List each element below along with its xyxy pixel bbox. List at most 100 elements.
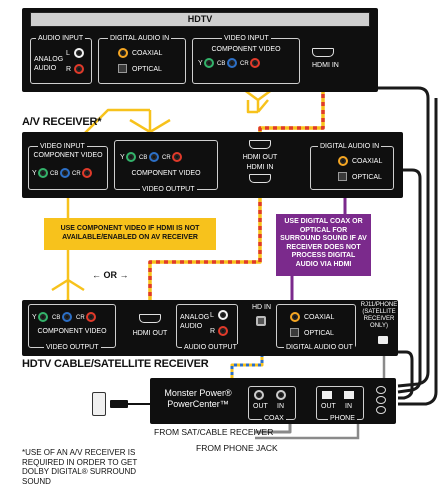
power-center-outlet-2[interactable]: [376, 396, 386, 404]
receiver-digital-audio-label: DIGITAL AUDIO IN: [318, 143, 382, 151]
hdmi-cable-rcv-dash: [148, 178, 262, 312]
receiver-in-y-jack[interactable]: [38, 168, 48, 178]
hdtv-audio-input-label: AUDIO INPUT: [36, 35, 86, 43]
receiver-hdmi-out-port[interactable]: [249, 140, 271, 149]
power-center-coax-out-label: OUT: [253, 403, 268, 410]
receiver-in-cr-jack[interactable]: [82, 168, 92, 178]
receiver-component-out-label: COMPONENT VIDEO: [131, 170, 201, 177]
cable-box-audio-label: AUDIO: [180, 323, 203, 330]
receiver-in-cb-jack[interactable]: [60, 168, 70, 178]
hdtv-audio-label: AUDIO: [34, 65, 57, 72]
component-cable-tv: [227, 76, 289, 114]
hdtv-panel: HDTV AUDIO INPUT ANALOG AUDIO L R DIGITA…: [22, 8, 378, 92]
receiver-optical-port[interactable]: [338, 172, 347, 181]
receiver-in-y-label: Y: [32, 170, 37, 177]
receiver-panel: VIDEO INPUT COMPONENT VIDEO Y CB CR Y CB…: [22, 132, 403, 198]
receiver-optical-label: OPTICAL: [352, 174, 382, 181]
power-cord-hdtv: [378, 86, 430, 388]
cable-box-cr-jack[interactable]: [86, 312, 96, 322]
power-center-coax-in-jack[interactable]: [276, 390, 286, 400]
power-center-panel: Monster Power® PowerCenter™ OUT IN COAX …: [150, 378, 396, 424]
hdtv-hdmi-in-port[interactable]: [312, 48, 334, 57]
hdtv-optical-label: OPTICAL: [132, 66, 162, 73]
receiver-out-cb-jack[interactable]: [149, 152, 159, 162]
receiver-component-in-label: COMPONENT VIDEO: [33, 152, 103, 159]
cable-box-hdmi-out-label: HDMI OUT: [132, 330, 168, 337]
power-center-name: PowerCenter™: [167, 399, 229, 409]
cable-box-hdmi-out-port[interactable]: [139, 314, 161, 323]
from-phone-label: FROM PHONE JACK: [196, 443, 278, 453]
hdtv-cb-jack[interactable]: [227, 58, 237, 68]
cable-box-l-label: L: [210, 312, 214, 319]
power-center-phone-out-label: OUT: [321, 403, 336, 410]
power-center-coax-in-label: IN: [277, 403, 284, 410]
receiver-out-y-label: Y: [120, 154, 125, 161]
power-center-outlet-1[interactable]: [376, 386, 386, 394]
cable-box-label: HDTV CABLE/SATELLITE RECEIVER: [22, 358, 209, 370]
hdtv-coaxial-jack[interactable]: [118, 48, 128, 58]
receiver-coaxial-jack[interactable]: [338, 156, 348, 166]
hdtv-video-input-label: VIDEO INPUT: [222, 35, 271, 43]
cable-box-r-label: R: [210, 328, 216, 335]
receiver-in-cb-label: CB: [50, 171, 59, 177]
hdtv-r-label: R: [66, 66, 72, 73]
cable-box-component-label: COMPONENT VIDEO: [37, 328, 107, 335]
component-cable-rcv-out: [129, 110, 171, 134]
receiver-hdmi-in-port[interactable]: [249, 174, 271, 183]
component-video-note: USE COMPONENT VIDEO IF HDMI IS NOT AVAIL…: [44, 218, 216, 250]
footnote: *USE OF AN A/V RECEIVER IS REQUIRED IN O…: [22, 448, 138, 486]
power-center-outlet-3[interactable]: [376, 406, 386, 414]
power-center-brand: Monster Power®: [164, 388, 232, 398]
hdtv-digital-audio-group: [98, 38, 186, 84]
receiver-video-input-label: VIDEO INPUT: [38, 143, 87, 151]
cable-box-cb-jack[interactable]: [62, 312, 72, 322]
cable-box-optical-port[interactable]: [290, 328, 299, 337]
power-center-phone-out-port[interactable]: [322, 391, 332, 399]
receiver-out-cr-jack[interactable]: [172, 152, 182, 162]
digital-audio-note: USE DIGITAL COAX OR OPTICAL FOR SURROUND…: [276, 214, 371, 276]
receiver-out-cb-label: CB: [139, 155, 148, 161]
receiver-out-y-jack[interactable]: [126, 152, 136, 162]
cable-box-digital-audio-out-label: DIGITAL AUDIO OUT: [284, 344, 355, 352]
cable-box-video-output-label: VIDEO OUTPUT: [44, 344, 101, 352]
cable-box-cb-label: CB: [52, 315, 61, 321]
hdtv-optical-port[interactable]: [118, 64, 127, 73]
power-center-coax-out-jack[interactable]: [254, 390, 264, 400]
cable-box-optical-label: OPTICAL: [304, 330, 334, 337]
cable-box-hd-in-label: HD IN: [252, 304, 272, 311]
hdtv-audio-l-jack[interactable]: [74, 48, 84, 58]
hdtv-coaxial-label: COAXIAL: [132, 50, 163, 57]
cable-box-y-jack[interactable]: [38, 312, 48, 322]
cable-box-coaxial-label: COAXIAL: [304, 314, 335, 321]
receiver-out-cr-label: CR: [162, 155, 171, 161]
receiver-video-output-label: VIDEO OUTPUT: [140, 186, 197, 194]
cable-box-audio-l-jack[interactable]: [218, 310, 228, 320]
cable-box-y-label: Y: [32, 314, 37, 321]
or-label: ← OR →: [92, 270, 129, 280]
cable-box-rj11-port[interactable]: [378, 336, 388, 344]
hdtv-y-label: Y: [198, 60, 203, 67]
outlet-plug-icon: [110, 400, 128, 408]
hdtv-cb-label: CB: [217, 61, 226, 67]
receiver-label: A/V RECEIVER*: [22, 116, 102, 128]
hdtv-digital-audio-label: DIGITAL AUDIO IN: [108, 35, 172, 43]
hdtv-analog-label: ANALOG: [34, 56, 64, 63]
receiver-hdmi-in-label: HDMI IN: [246, 164, 274, 171]
receiver-coaxial-label: COAXIAL: [352, 158, 383, 165]
hdtv-y-jack[interactable]: [204, 58, 214, 68]
cable-box-rj11-label: RJ11/PHONE (SATELLITE RECEIVER ONLY): [360, 302, 398, 329]
power-center-phone-in-port[interactable]: [344, 391, 354, 399]
hdtv-audio-r-jack[interactable]: [74, 64, 84, 74]
outlet-cord: [128, 403, 150, 405]
power-center-coax-label: COAX: [262, 415, 286, 423]
cable-box-audio-r-jack[interactable]: [218, 326, 228, 336]
cable-box-coaxial-jack[interactable]: [290, 312, 300, 322]
power-cord-extra: [398, 98, 438, 406]
hdtv-cr-jack[interactable]: [250, 58, 260, 68]
power-center-phone-label: PHONE: [328, 415, 357, 423]
hdtv-title: HDTV: [187, 14, 213, 24]
hdtv-cr-label: CR: [240, 61, 249, 67]
cable-box-video-output-group: [28, 304, 116, 348]
receiver-in-cr-label: CR: [72, 171, 81, 177]
cable-box-hd-in-port[interactable]: [256, 316, 266, 326]
